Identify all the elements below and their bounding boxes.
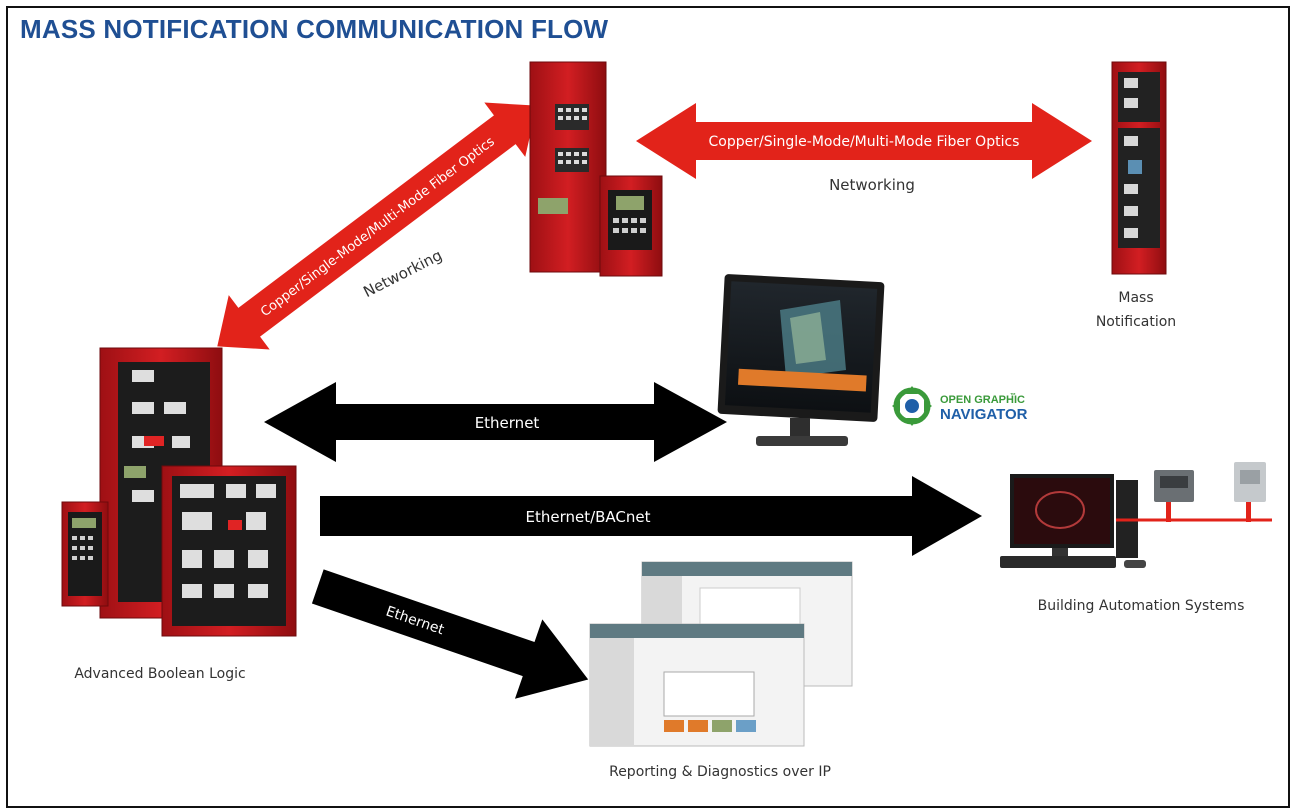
mass-notification-label-line1: Mass — [1118, 290, 1153, 306]
ethernet-bacnet-link: Ethernet/BACnet — [320, 476, 982, 556]
network-panel-center — [529, 61, 663, 277]
reporting-screens — [589, 561, 853, 747]
fiber-link-diagonal: Copper/Single-Mode/Multi-Mode Fiber Opti… — [217, 102, 537, 350]
logo-line1: OPEN GRAPHIC — [940, 394, 1025, 406]
advanced-boolean-logic-label: Advanced Boolean Logic — [74, 666, 245, 682]
page-title: MASS NOTIFICATION COMMUNICATION FLOW — [20, 14, 609, 44]
building-automation-label: Building Automation Systems — [1038, 598, 1245, 614]
ethernet-link-navigator: Ethernet — [264, 382, 727, 462]
ethernet-link-reporting: Ethernet — [311, 569, 589, 699]
navigator-monitor — [717, 274, 885, 446]
building-automation-workstation — [1000, 462, 1272, 568]
networking-diagonal-label: Networking — [360, 246, 445, 301]
networking-horizontal-label: Networking — [829, 176, 915, 194]
fiber-link-horizontal: Copper/Single-Mode/Multi-Mode Fiber Opti… — [636, 103, 1092, 179]
ethernet-bacnet-label: Ethernet/BACnet — [525, 508, 650, 526]
fiber-horizontal-label: Copper/Single-Mode/Multi-Mode Fiber Opti… — [709, 134, 1020, 150]
logo-tm: ™ — [1010, 392, 1016, 399]
reporting-label: Reporting & Diagnostics over IP — [609, 764, 831, 780]
open-graphic-navigator-logo: OPEN GRAPHIC ™ NAVIGATOR — [892, 386, 1028, 426]
mass-notification-label-line2: Notification — [1096, 314, 1176, 330]
logo-line2: NAVIGATOR — [940, 406, 1028, 423]
ethernet-label-1: Ethernet — [475, 414, 540, 432]
advanced-boolean-logic-panels — [61, 347, 297, 637]
mass-notification-panel — [1111, 61, 1167, 275]
